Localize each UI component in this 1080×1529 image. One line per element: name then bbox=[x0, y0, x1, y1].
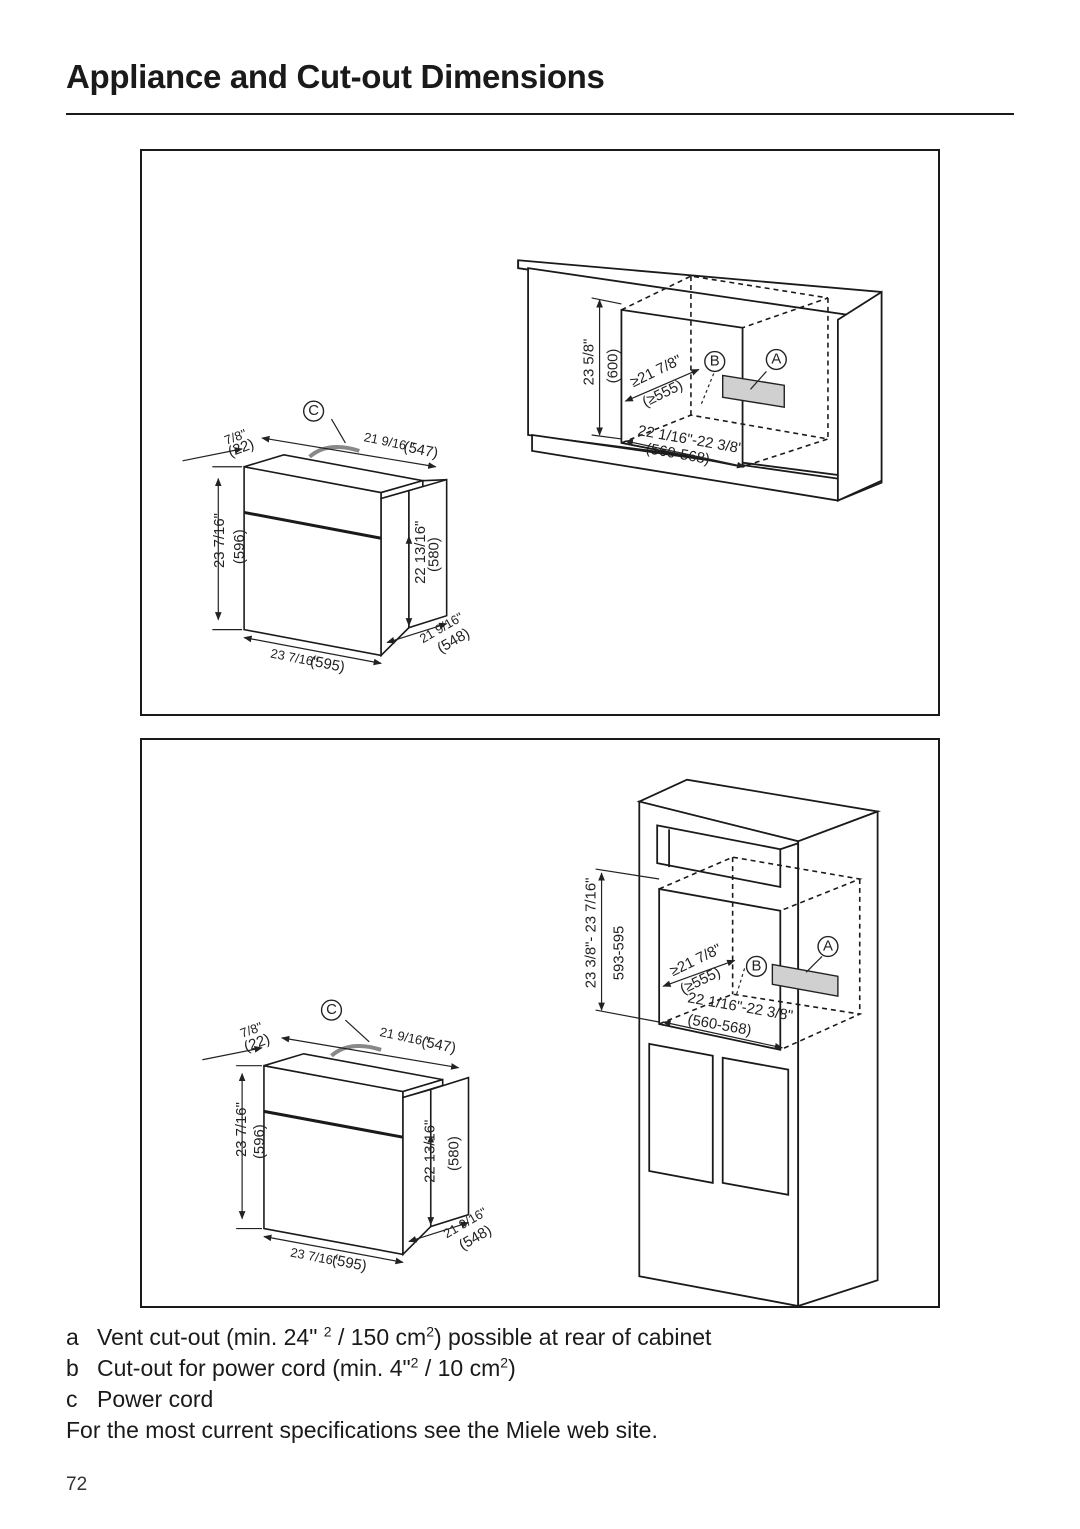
oven-width-mm-label: (595) bbox=[309, 654, 346, 676]
oven-body-height-mm-label: (580) bbox=[427, 537, 443, 572]
oven-fascia-inch-label: 7/8" bbox=[238, 1019, 265, 1041]
legend-a-post: ) possible at rear of cabinet bbox=[433, 1324, 712, 1350]
legend-text-a: Vent cut-out (min. 24" 2 / 150 cm2) poss… bbox=[97, 1322, 711, 1353]
legend-b-post: ) bbox=[508, 1355, 516, 1381]
oven-dimension-lines bbox=[202, 1019, 470, 1265]
legend-item-c: c Power cord bbox=[66, 1384, 1016, 1415]
cabinet-height-inch-label: 23 3/8"- 23 7/16" bbox=[584, 878, 600, 989]
under-counter-diagram: 23 7/16" (596) 22 13/16" (580) 21 9/16 "… bbox=[182, 259, 883, 676]
legend-a-pre: Vent cut-out (min. 24" bbox=[97, 1324, 324, 1350]
legend-key-a: a bbox=[66, 1324, 79, 1350]
oven-top-depth-mm-label: (547) bbox=[402, 439, 439, 462]
callout-c-label: C bbox=[326, 1002, 337, 1018]
cabinet-dimension-lines bbox=[595, 868, 823, 1050]
oven-fascia-inch-label: 7/8" bbox=[222, 426, 249, 448]
legend-b-mid: / 10 cm bbox=[418, 1355, 501, 1381]
legend-text-b: Cut-out for power cord (min. 4"2 / 10 cm… bbox=[97, 1353, 516, 1384]
oven-height-mm-label: (596) bbox=[252, 1124, 268, 1159]
legend-b-sup1: 2 bbox=[410, 1354, 419, 1371]
callout-b: B bbox=[704, 350, 726, 373]
legend-key-b: b bbox=[66, 1355, 79, 1381]
legend: a Vent cut-out (min. 24" 2 / 150 cm2) po… bbox=[66, 1322, 1016, 1446]
legend-key-c: c bbox=[66, 1386, 78, 1412]
oven-height-inch-label: 23 7/16" bbox=[212, 513, 228, 568]
callout-c: C bbox=[302, 400, 325, 422]
legend-a-sup1: 2 bbox=[323, 1323, 332, 1340]
oven-height-mm-label: (596) bbox=[232, 529, 248, 564]
oven-dimension-lines bbox=[182, 418, 448, 666]
legend-text-c: Power cord bbox=[97, 1386, 214, 1412]
figure-tall-cabinet-installation: 23 7/16" (596) 22 13/16" (580) 21 9/16 "… bbox=[140, 738, 940, 1308]
callout-a: A bbox=[765, 348, 787, 371]
callout-a-label: A bbox=[771, 352, 781, 368]
title-rule bbox=[66, 113, 1014, 115]
oven-body-height-mm-label: (580) bbox=[447, 1136, 463, 1171]
callout-b-label: B bbox=[752, 958, 762, 974]
oven-height-inch-label: 23 7/16" bbox=[234, 1102, 250, 1157]
specifications-note: For the most current specifications see … bbox=[66, 1417, 658, 1443]
vent-cutout-a bbox=[722, 374, 785, 408]
oven-top-depth-mm-label: (547) bbox=[420, 1034, 457, 1057]
callout-a-label: A bbox=[823, 939, 833, 955]
callout-b-label: B bbox=[710, 354, 720, 370]
callout-c-label: C bbox=[308, 403, 319, 419]
cabinet-dimension-lines bbox=[591, 297, 767, 469]
legend-item-a: a Vent cut-out (min. 24" 2 / 150 cm2) po… bbox=[66, 1322, 1016, 1353]
cabinet-height-mm-label: 593-595 bbox=[611, 926, 627, 981]
legend-a-sup2: 2 bbox=[426, 1323, 434, 1340]
callout-c: C bbox=[320, 999, 343, 1021]
base-cabinet-drawing bbox=[517, 259, 883, 502]
legend-item-b: b Cut-out for power cord (min. 4"2 / 10 … bbox=[66, 1353, 1016, 1384]
callout-a: A bbox=[817, 935, 839, 958]
legend-b-pre: Cut-out for power cord (min. 4" bbox=[97, 1355, 411, 1381]
cabinet-cutout-dashes bbox=[658, 856, 863, 1051]
cabinet-height-inch-label: 23 5/8" bbox=[582, 339, 598, 386]
tall-cabinet-diagram: 23 7/16" (596) 22 13/16" (580) 21 9/16 "… bbox=[202, 778, 882, 1308]
oven-width-mm-label: (595) bbox=[331, 1253, 368, 1275]
legend-b-sup2: 2 bbox=[500, 1354, 509, 1371]
tall-cabinet-drawing bbox=[636, 778, 882, 1308]
figure-under-counter-installation: 23 7/16" (596) 22 13/16" (580) 21 9/16 "… bbox=[140, 149, 940, 716]
cabinet-cutout-dashes bbox=[621, 275, 829, 468]
page-title: Appliance and Cut-out Dimensions bbox=[66, 58, 605, 95]
legend-a-mid: / 150 cm bbox=[331, 1324, 427, 1350]
oven-body-height-inch-label: 22 13/16" bbox=[423, 1120, 439, 1183]
cabinet-height-mm-label: (600) bbox=[605, 349, 621, 384]
oven-body-height-inch-label: 22 13/16" bbox=[413, 521, 429, 584]
vent-cutout-a bbox=[771, 963, 839, 998]
page-number: 72 bbox=[66, 1474, 88, 1495]
callout-b: B bbox=[745, 955, 768, 978]
